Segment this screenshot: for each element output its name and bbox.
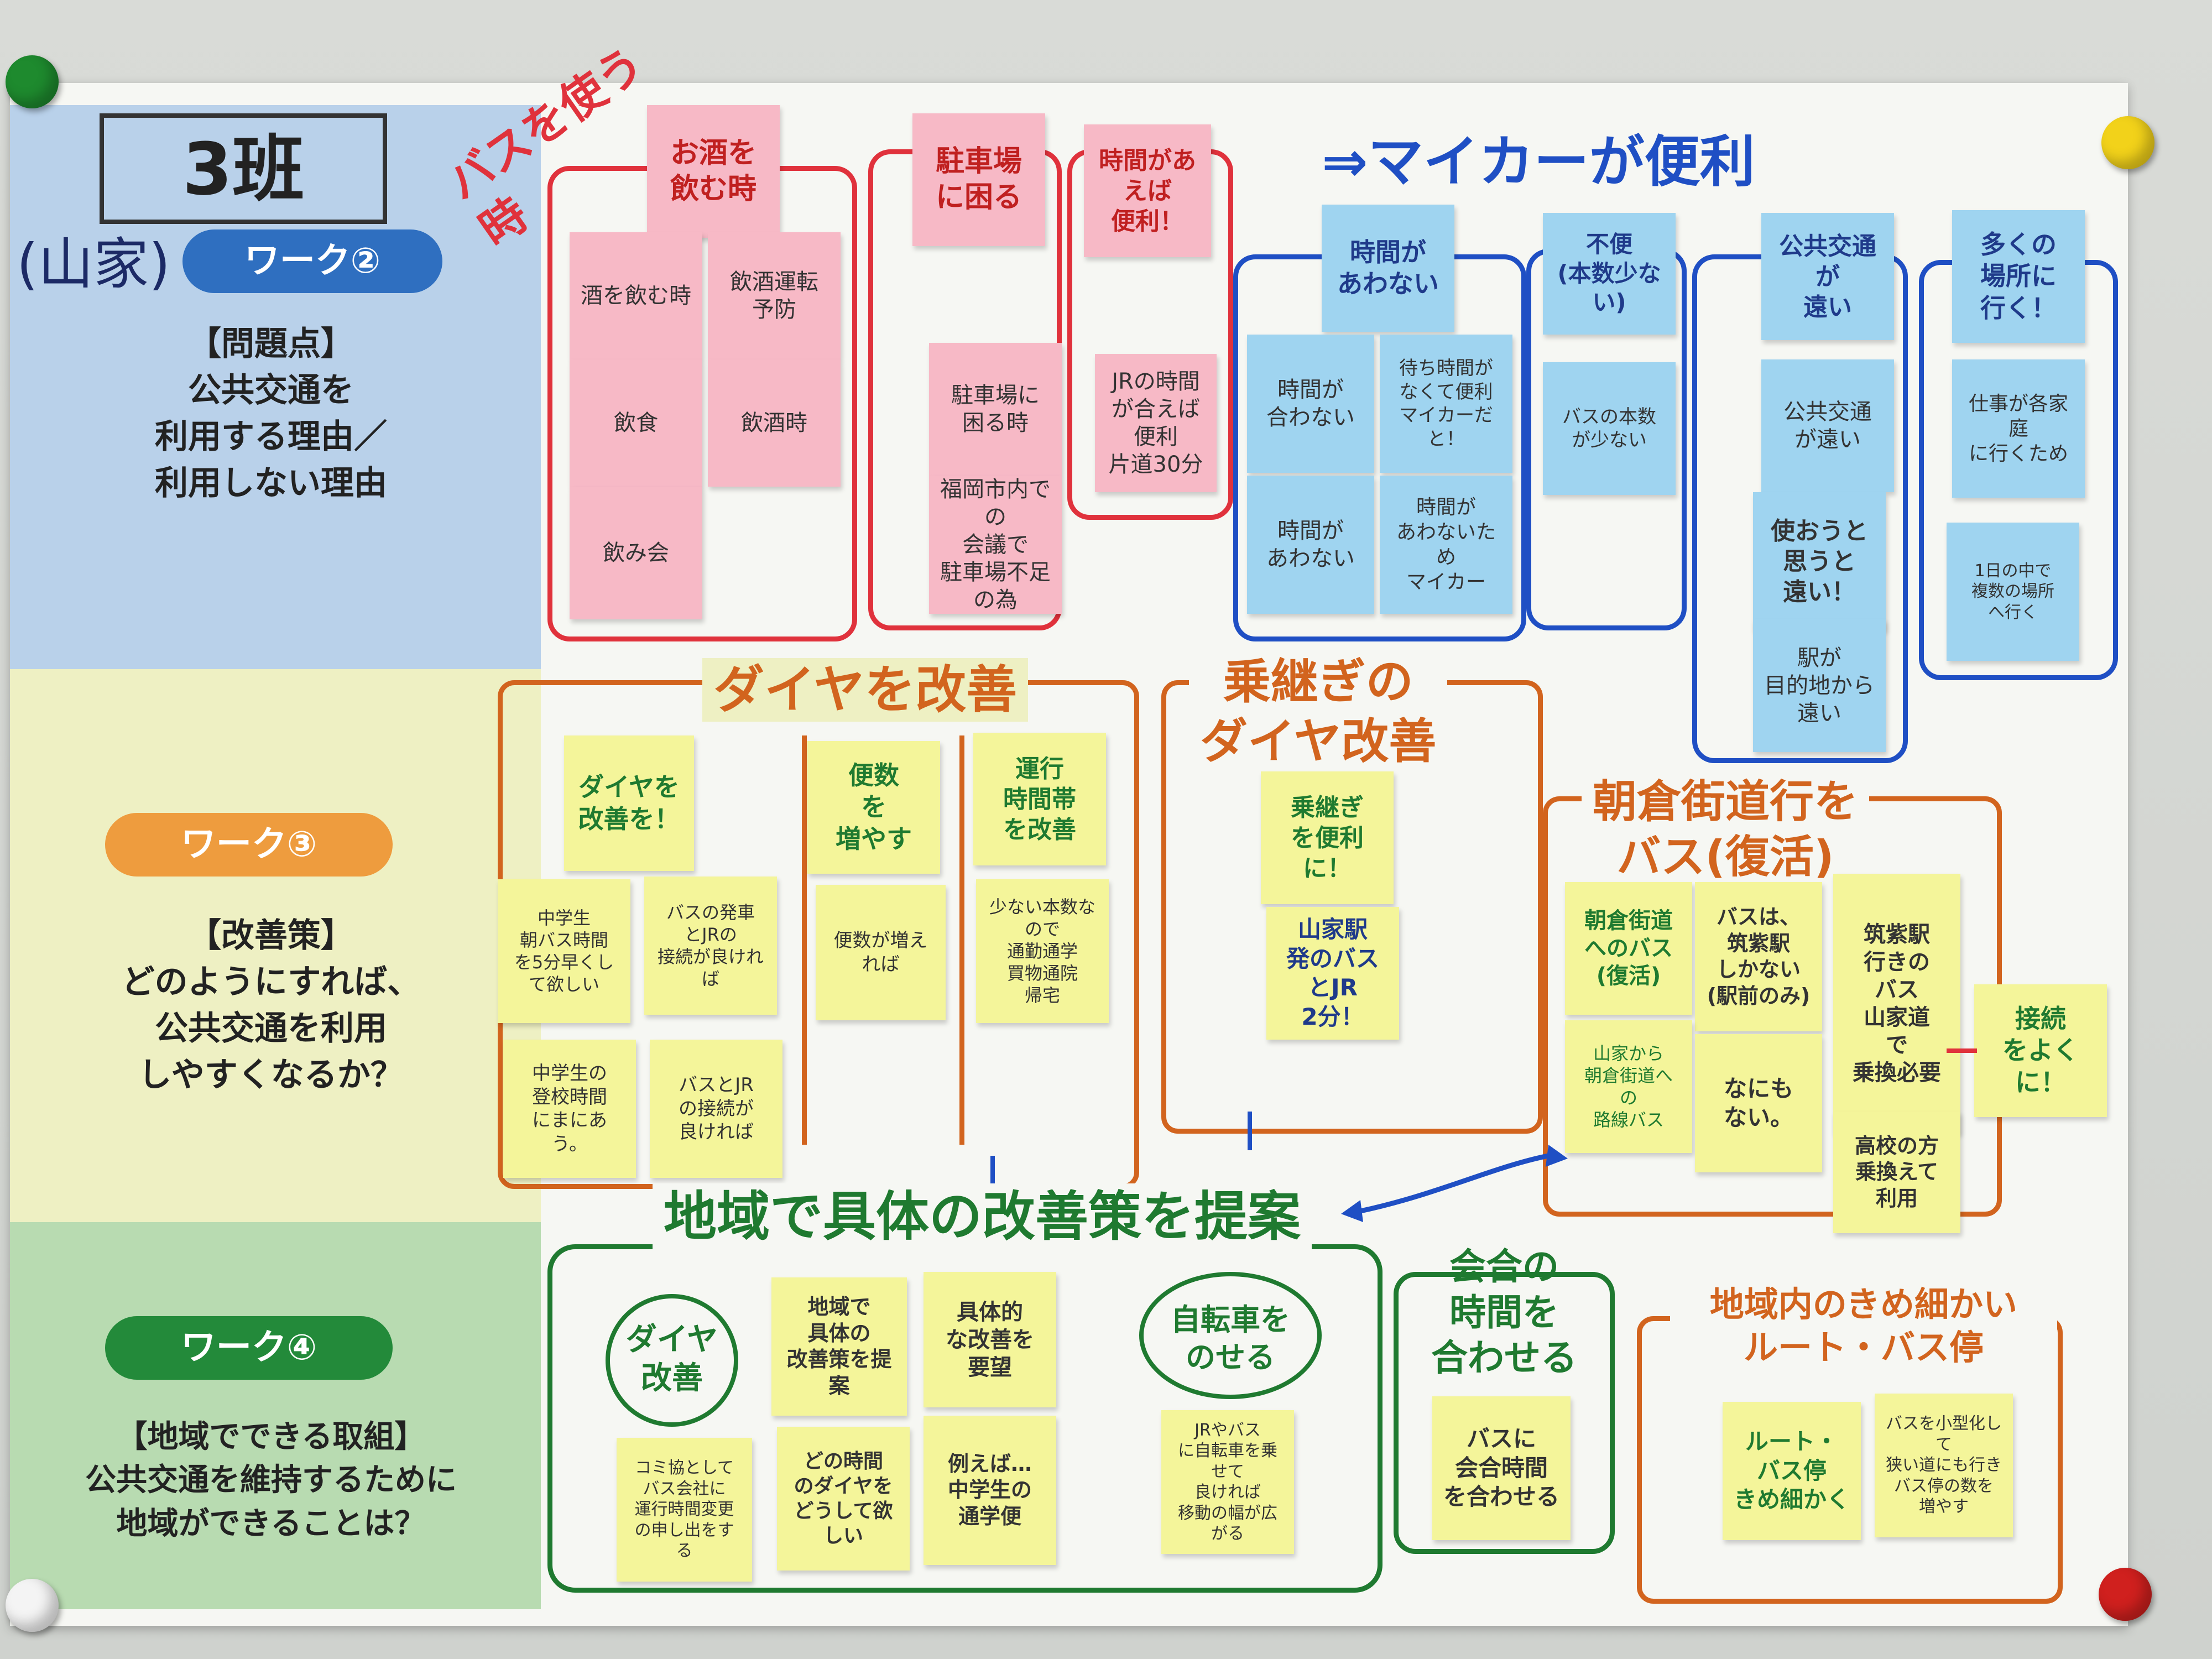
diya-note: 便数 を 増やす <box>807 741 940 874</box>
car-note: 公共交通 が遠い <box>1761 359 1894 492</box>
local-note: 具体的 な改善を 要望 <box>924 1272 1056 1407</box>
asakura-note: バスは、 筑紫駅 しかない (駅前のみ) <box>1695 882 1822 1031</box>
diya-note: バスの発車 とJRの 接続が良ければ <box>644 877 777 1015</box>
work3-pill: ワーク③ <box>105 813 393 877</box>
bus-use-note: 飲酒運転 予防 <box>708 232 841 359</box>
meeting-note: バスに 会合時間 を合わせる <box>1432 1396 1571 1540</box>
work4-pill: ワーク④ <box>105 1316 393 1380</box>
pushpin-white-icon <box>6 1579 59 1632</box>
work4-band <box>10 1222 541 1609</box>
car-note: 時間が 合わない <box>1247 335 1374 473</box>
bus-use-group2-header: 駐車場に困る <box>912 113 1045 246</box>
meeting-frame <box>1394 1272 1615 1554</box>
local-note: JRやバス に自転車を乗せて 良ければ 移動の幅が広がる <box>1161 1410 1294 1554</box>
asakura-title: 朝倉街道行を バス(復活) <box>1582 774 1869 885</box>
car-group3-header: 公共交通 が 遠い <box>1761 213 1894 340</box>
asakura-note: 筑紫駅 行きの バス 山家道 で 乗換必要 <box>1833 874 1960 1134</box>
work2-band <box>10 105 541 669</box>
diya-note: 少ない本数なので 通勤通学 買物通院 帰宅 <box>976 879 1109 1023</box>
local-note: 例えば… 中学生の 通学便 <box>924 1416 1056 1565</box>
bus-use-note: 飲酒時 <box>708 359 841 487</box>
bus-use-group1-header: お酒を飲む時 <box>647 105 780 238</box>
diya-note: ダイヤを 改善を！ <box>564 735 694 871</box>
diya-note: 便数が増えれば <box>816 885 946 1020</box>
asakura-note: 朝倉街道 へのバス (復活) <box>1565 882 1692 1015</box>
work2-text: 【問題点】 公共交通を 利用する理由／ 利用しない理由 <box>155 325 387 503</box>
car-note: 時間が あわない <box>1247 476 1374 614</box>
bus-use-note: 駐車場に 困る時 <box>929 343 1062 476</box>
route-note: ルート・ バス停 きめ細かく <box>1723 1402 1861 1540</box>
pushpin-yellow-icon <box>2101 116 2154 169</box>
diya-title: ダイヤを改善 <box>702 658 1029 722</box>
diya-divider <box>959 735 964 1145</box>
bus-use-note: 福岡市内での 会議で 駐車場不足 の為 <box>929 476 1062 614</box>
transfer-note: 山家駅 発のバス とJR 2分！ <box>1266 907 1399 1040</box>
car-note: 時間が あわないため マイカー <box>1380 476 1512 614</box>
local-note: コミ協として バス会社に 運行時間変更 の申し出をする <box>617 1438 752 1582</box>
local-circle-bicycle: 自転車を のせる <box>1139 1272 1322 1399</box>
transfer-note: 乗継ぎ を便利に！ <box>1261 771 1394 904</box>
route-title: 地域内のきめ細かい ルート・バス停 <box>1670 1283 2057 1369</box>
local-title: 地域で具体の改善策を提案 <box>653 1183 1312 1250</box>
car-note: 使おうと 思うと 遠い！ <box>1753 492 1886 630</box>
bus-use-group3-header: 時間があえば 便利！ <box>1084 124 1211 257</box>
group-label: 3班 <box>182 127 305 211</box>
car-note: 駅が 目的地から 遠い <box>1753 619 1886 752</box>
bus-use-note: 酒を飲む時 <box>570 232 702 359</box>
bus-use-note: 飲食 <box>570 359 702 487</box>
asakura-note: 接続 をよく に！ <box>1974 984 2107 1117</box>
car-group2-header: 不便 (本数少ない) <box>1543 213 1676 335</box>
pushpin-green-icon <box>6 55 59 108</box>
work2-pill: ワーク② <box>182 229 442 293</box>
car-group1-header: 時間が あわない <box>1322 205 1454 332</box>
transfer-title: 乗継ぎの ダイヤ改善 <box>1189 653 1448 771</box>
meeting-title: 会合の 時間を 合わせる <box>1431 1245 1577 1379</box>
local-note: 地域で 具体の 改善策を提案 <box>771 1277 907 1416</box>
car-note: バスの本数が少ない <box>1543 362 1676 495</box>
car-group4-header: 多くの 場所に 行く！ <box>1952 210 2085 343</box>
local-circle-diya: ダイヤ 改善 <box>606 1294 738 1427</box>
work4-text: 【地域でできる取組】 公共交通を維持するために 地域ができることは？ <box>85 1419 457 1542</box>
car-title: ⇒マイカーが便利 <box>1322 129 1755 194</box>
bus-use-note: JRの時間 が合えば 便利 片道30分 <box>1095 354 1217 492</box>
car-note: 仕事が各家庭 に行くため <box>1952 359 2085 498</box>
work3-text: 【改善策】 どのようにすれば、 公共交通を利用 しやすくなるか？ <box>121 916 421 1094</box>
pushpin-red-icon <box>2099 1568 2152 1621</box>
car-note: 1日の中で 複数の場所 へ行く <box>1947 523 2079 661</box>
asakura-note: なにも ない。 <box>1695 1034 1822 1172</box>
asakura-note: 高校の方 乗換えて 利用 <box>1833 1112 1960 1233</box>
car-note: 待ち時間が なくて便利 マイカーだと！ <box>1380 335 1512 473</box>
diya-divider <box>802 735 807 1145</box>
asakura-note: 山家から 朝倉街道への 路線バス <box>1565 1020 1692 1153</box>
route-note: バスを小型化して 狭い道にも行き バス停の数を 増やす <box>1875 1394 2013 1537</box>
area-label: (山家) <box>17 232 171 296</box>
bus-use-note: 飲み会 <box>570 487 702 619</box>
local-note: どの時間 のダイヤを どうして欲しい <box>777 1427 910 1571</box>
diya-note: 中学生 朝バス時間 を5分早くして欲しい <box>498 879 630 1023</box>
work3-band <box>10 669 541 1222</box>
group-label-box <box>100 113 387 224</box>
diya-note: バスとJR の接続が 良ければ <box>650 1040 782 1178</box>
diya-note: 中学生の 登校時間 にまにあう。 <box>503 1040 636 1178</box>
diya-note: 運行 時間帯 を改善 <box>973 733 1106 865</box>
